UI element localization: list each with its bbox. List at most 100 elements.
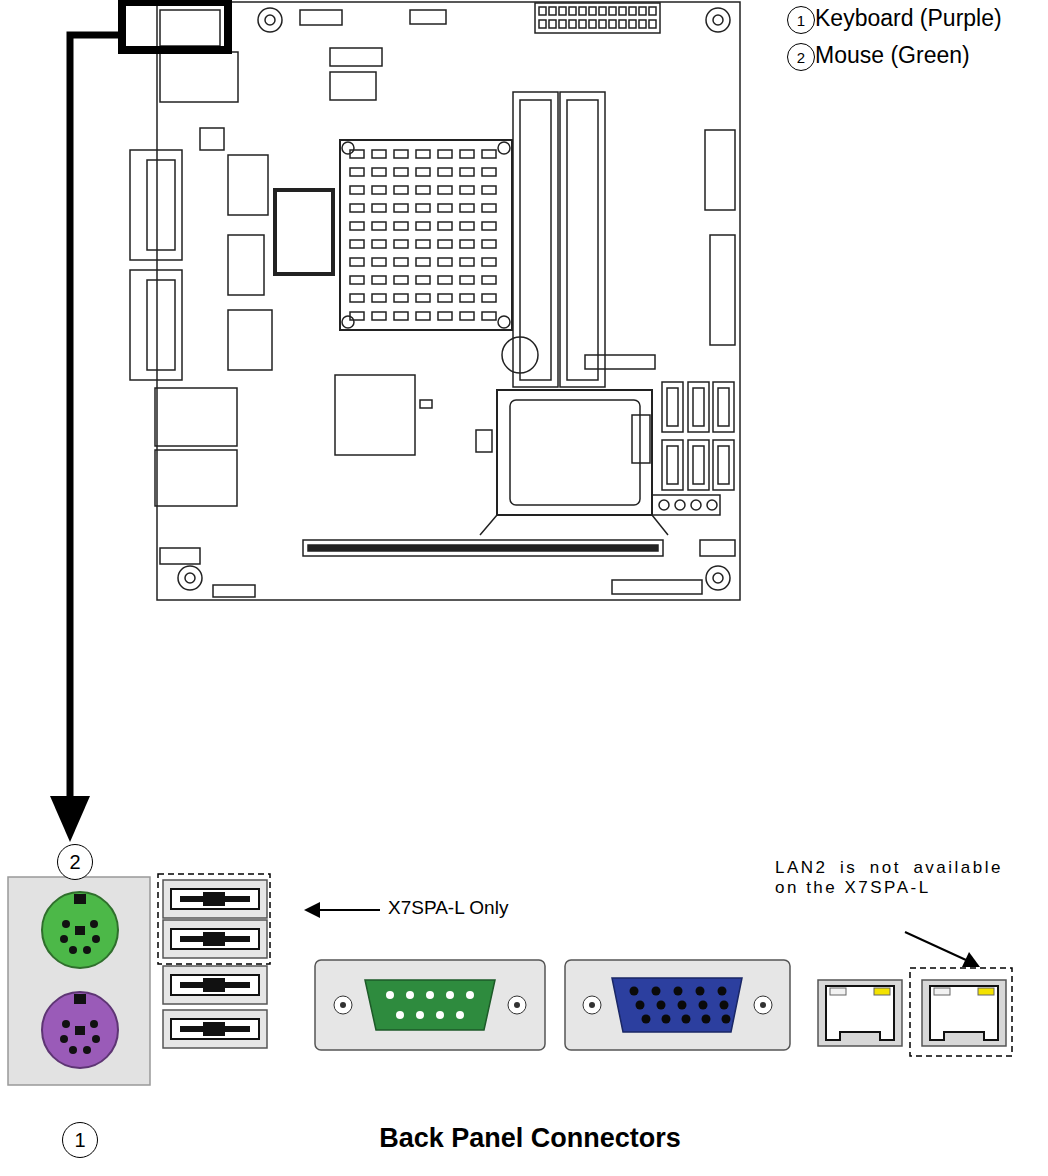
motherboard-part <box>659 500 669 510</box>
motherboard-part-part <box>688 382 709 432</box>
callout-number: 2 <box>57 844 93 880</box>
vga-port-part-part <box>720 1001 729 1010</box>
lan-ports-part-part-part <box>934 988 950 995</box>
leader-arrow-part <box>304 902 320 918</box>
motherboard-part-part <box>569 20 576 28</box>
usb-ports-part-part <box>163 1010 267 1048</box>
motherboard-part-part <box>482 240 496 248</box>
pointer-arrow <box>50 35 126 842</box>
motherboard-part <box>130 150 182 260</box>
motherboard-part-part <box>649 20 656 28</box>
key-text: Keyboard (Purple) <box>815 5 1002 33</box>
lan-ports-part <box>818 980 1006 1046</box>
motherboard-part-part <box>416 312 430 320</box>
motherboard-part <box>420 400 432 408</box>
pointer-arrow-part <box>50 796 90 842</box>
motherboard-part-part <box>372 150 386 158</box>
lan-ports-part <box>905 932 966 960</box>
motherboard-part-part <box>394 312 408 320</box>
serial-port-part <box>315 960 545 1050</box>
ps2-ports-part-part <box>74 994 86 1004</box>
motherboard-part <box>340 140 512 330</box>
motherboard-part-part <box>372 168 386 176</box>
motherboard-part <box>350 150 496 320</box>
motherboard-part-part <box>438 186 452 194</box>
motherboard-part-part <box>460 258 474 266</box>
motherboard-part <box>200 128 224 150</box>
ps2-ports-part-part <box>83 1046 91 1054</box>
motherboard-part <box>228 155 268 215</box>
motherboard-part-part <box>416 276 430 284</box>
vga-port-part-part <box>657 1001 666 1010</box>
motherboard-part-part <box>460 186 474 194</box>
usb-ports-part-part-part <box>203 1022 225 1036</box>
vga-port-part-part <box>674 987 683 996</box>
motherboard-part <box>510 400 640 505</box>
serial-port-part-part <box>426 991 434 999</box>
motherboard-part <box>342 316 354 328</box>
motherboard-part-part <box>438 222 452 230</box>
ps2-ports-part-part <box>60 1035 68 1043</box>
motherboard-part-part <box>438 258 452 266</box>
serial-port-part-part <box>396 1011 404 1019</box>
motherboard-part-part <box>549 7 556 15</box>
motherboard-part-part <box>372 240 386 248</box>
vga-port <box>565 960 790 1050</box>
motherboard-part-part <box>460 150 474 158</box>
motherboard-part-part-part <box>667 388 678 426</box>
vga-port-part <box>583 996 601 1014</box>
pointer-arrow-part <box>70 35 126 800</box>
motherboard-part-part <box>438 204 452 212</box>
serial-port-part <box>340 1002 346 1008</box>
vga-port-part <box>760 1002 766 1008</box>
motherboard-part-part <box>460 276 474 284</box>
ps2-ports-part-part <box>60 935 68 943</box>
highlight-box <box>122 2 228 50</box>
usb-ports-part-part-part <box>163 880 267 918</box>
motherboard-part-part <box>619 7 626 15</box>
motherboard-part-part <box>350 312 364 320</box>
motherboard-part-part <box>350 168 364 176</box>
ps2-ports-part <box>8 877 150 1085</box>
motherboard-part <box>155 388 237 446</box>
motherboard-part-part <box>350 150 364 158</box>
motherboard-part <box>410 10 446 24</box>
motherboard-part-part <box>394 258 408 266</box>
motherboard-part <box>497 390 652 515</box>
motherboard-part-part <box>599 7 606 15</box>
ps2-ports-part-part <box>75 926 85 935</box>
motherboard-part-part-part <box>713 382 734 432</box>
motherboard-part-part <box>569 7 576 15</box>
motherboard-part <box>178 566 202 590</box>
leader-arrow <box>304 902 380 918</box>
ps2-ports-part-part <box>74 894 86 904</box>
motherboard-part <box>275 190 333 274</box>
motherboard-part-part <box>416 204 430 212</box>
usb-ports-part-part-part <box>171 889 259 909</box>
serial-port-part <box>514 1002 520 1008</box>
serial-port-part <box>334 996 352 1014</box>
motherboard-part-part <box>350 276 364 284</box>
usb-ports-part-part <box>163 966 267 1004</box>
motherboard-part-part <box>662 382 683 432</box>
motherboard-part-part <box>438 240 452 248</box>
usb-ports-part-part-part <box>163 1010 267 1048</box>
motherboard-part-part <box>460 222 474 230</box>
motherboard-part-part <box>416 168 430 176</box>
ps2-ports-part-part <box>75 1026 85 1035</box>
motherboard-part <box>228 235 264 295</box>
motherboard-part-part <box>394 294 408 302</box>
serial-port-part-part <box>456 1011 464 1019</box>
motherboard-part-part <box>438 312 452 320</box>
usb-ports-part-part <box>163 920 267 958</box>
motherboard-part-part <box>372 222 386 230</box>
serial-port-part <box>386 991 474 1019</box>
ps2-ports <box>8 877 150 1085</box>
highlight-box-part <box>122 2 228 50</box>
motherboard-part-part <box>549 20 556 28</box>
motherboard-part-part <box>589 7 596 15</box>
motherboard-part-part <box>662 440 683 490</box>
motherboard-part <box>710 235 735 345</box>
motherboard-part <box>691 500 701 510</box>
lan-ports-part-part <box>922 980 1006 1046</box>
